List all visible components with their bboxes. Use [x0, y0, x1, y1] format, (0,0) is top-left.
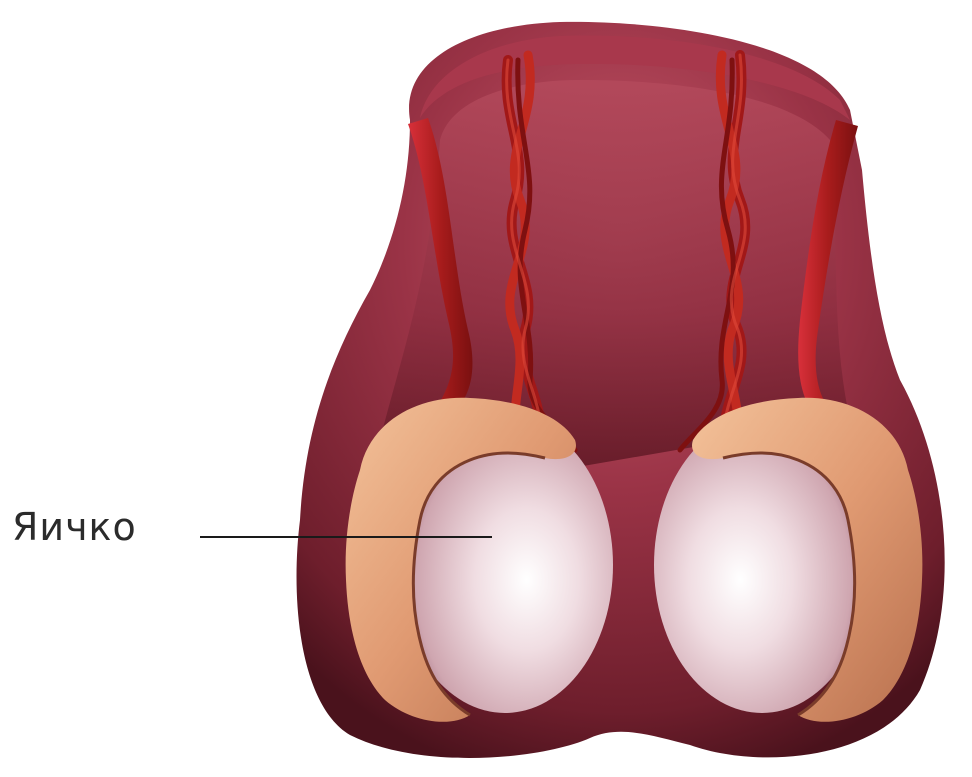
testis-label: Яичко — [12, 508, 137, 546]
